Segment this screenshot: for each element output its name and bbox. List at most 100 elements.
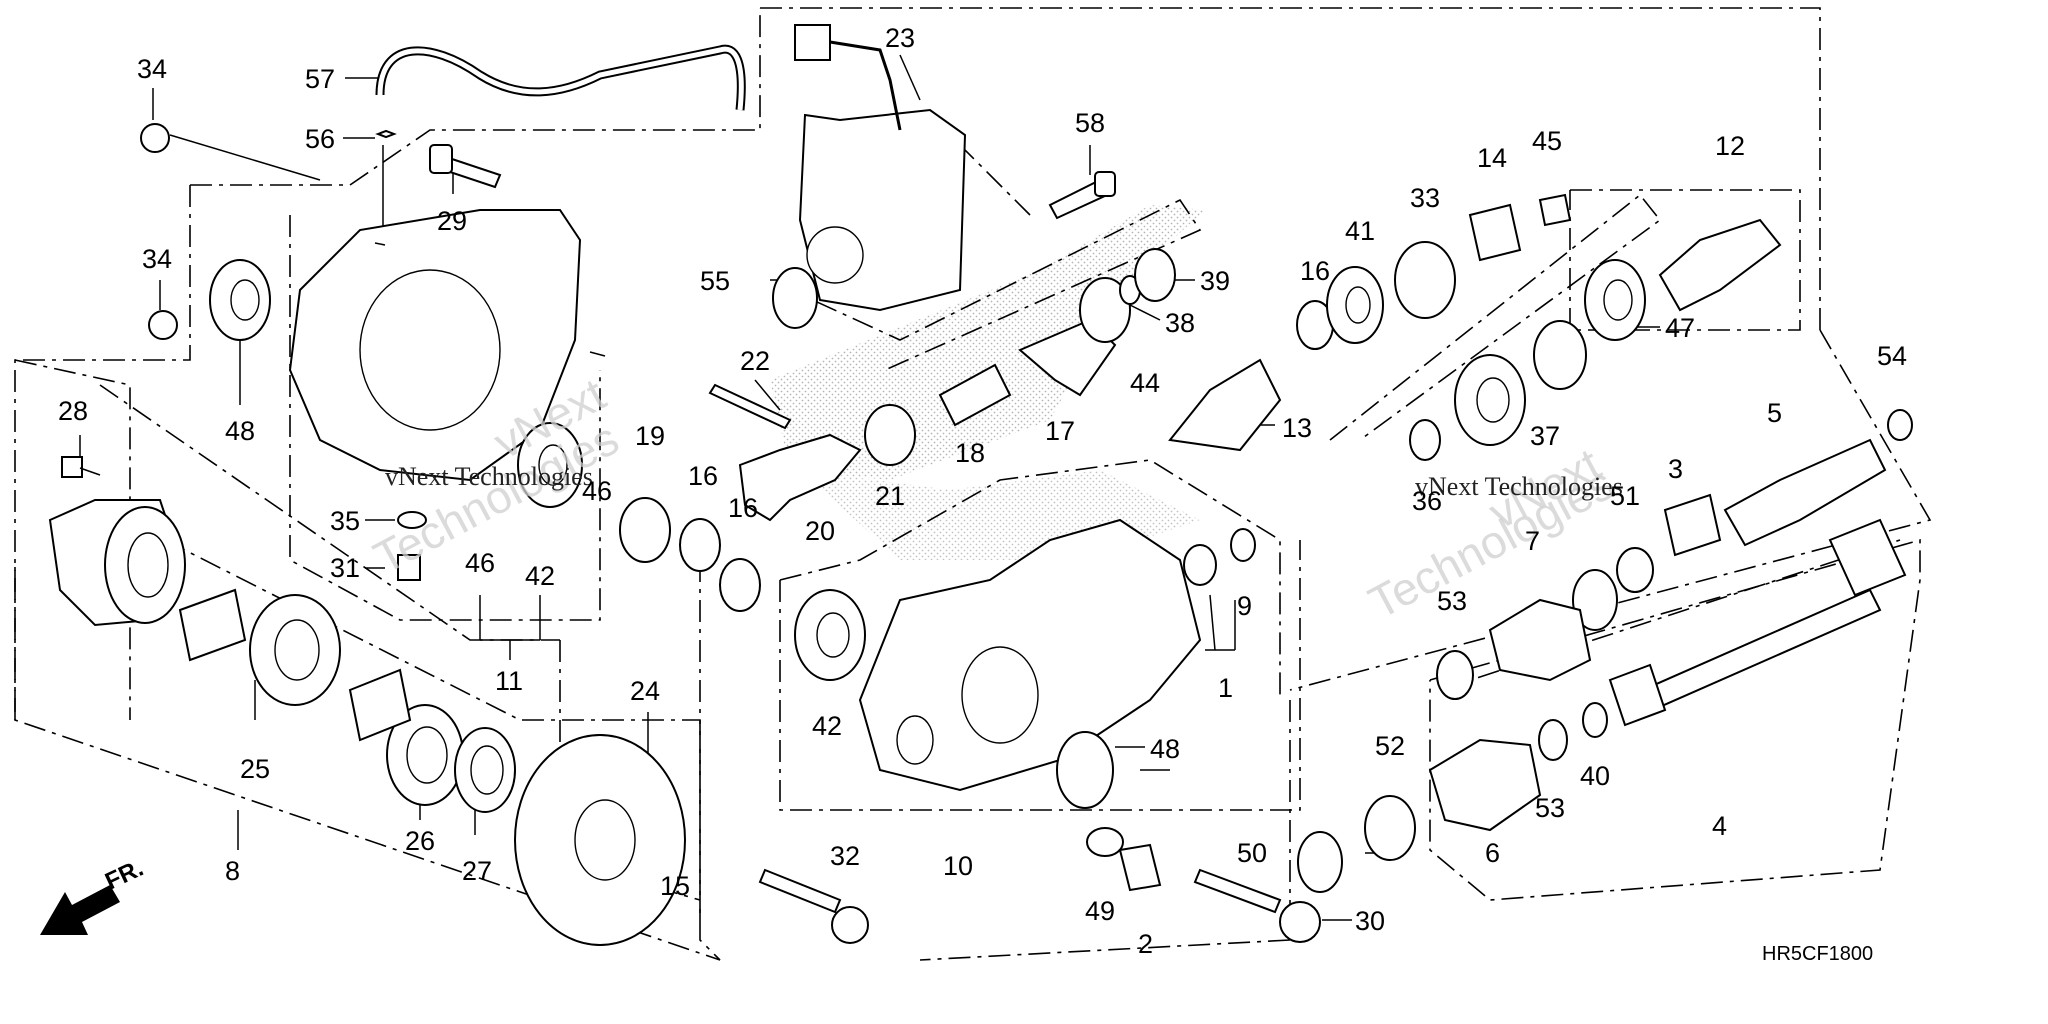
oil-seal-48-right [1056, 731, 1114, 809]
watermark-full-left: vNext Technologies [385, 462, 593, 491]
front-direction-arrow: FR. [40, 855, 148, 935]
callout-12: 12 [1715, 131, 1745, 161]
callout-16-a: 16 [688, 461, 718, 491]
shaft-spline-gear [1608, 663, 1667, 727]
side-gear [178, 588, 247, 662]
dowel-pin-46b [374, 242, 386, 246]
shift-fork-17 [1018, 318, 1117, 397]
callout-3: 3 [1668, 454, 1683, 484]
motor-connector [794, 24, 831, 61]
bearing-48-left-inner [230, 279, 260, 321]
callout-35: 35 [330, 506, 360, 536]
shift-drum-18 [938, 363, 1012, 427]
collar-52 [1364, 795, 1416, 861]
o-ring-55 [772, 267, 818, 329]
bolt-31 [397, 554, 421, 581]
boot-5 [1723, 438, 1887, 547]
circlip-37 [1533, 320, 1587, 390]
washer-49 [1086, 827, 1124, 857]
bearing-41-inner [1345, 286, 1371, 324]
callout-52: 52 [1375, 731, 1405, 761]
callout-46-lower: 46 [465, 548, 495, 578]
callout-42-mid: 42 [812, 711, 842, 741]
callout-23: 23 [885, 23, 915, 53]
callout-53-upper: 53 [1437, 586, 1467, 616]
washer-16-a [679, 518, 721, 572]
callout-16-right: 16 [1300, 256, 1330, 286]
callout-8: 8 [225, 856, 240, 886]
oil-seal-42-left-inner [538, 444, 568, 486]
bolt-58-head [1094, 171, 1116, 197]
callout-48-left: 48 [225, 416, 255, 446]
oil-seal-1 [1183, 544, 1217, 586]
callout-36: 36 [1412, 486, 1442, 516]
collar-51 [1616, 547, 1654, 593]
callout-16-b: 16 [728, 493, 758, 523]
bolt-32 [758, 868, 842, 914]
callout-57: 57 [305, 64, 335, 94]
assembly-boundaries [14, 7, 1932, 961]
side-gear-cup [348, 668, 412, 742]
case-bore-2 [896, 715, 934, 765]
callout-22: 22 [740, 346, 770, 376]
circlip-39 [1134, 248, 1176, 302]
o-ring-9 [1230, 528, 1256, 562]
watermark-full-right: vNext Technologies [1415, 472, 1623, 501]
bolt-28-shaft [79, 467, 101, 476]
callout-29: 29 [437, 206, 467, 236]
circlip-40 [1582, 702, 1608, 738]
hub-33 [1394, 241, 1456, 319]
shift-motor-port [806, 226, 864, 284]
callout-53-lower: 53 [1535, 793, 1565, 823]
callout-19: 19 [635, 421, 665, 451]
shift-fork-20 [738, 433, 862, 522]
cam-25-inner [274, 619, 320, 681]
callout-15: 15 [660, 871, 690, 901]
callout-34-mid: 34 [142, 244, 172, 274]
callout-24: 24 [630, 676, 660, 706]
callout-2: 2 [1138, 929, 1153, 959]
callout-50: 50 [1237, 838, 1267, 868]
part-drawings [48, 24, 1913, 946]
o-ring-large [1572, 569, 1618, 631]
needle-bearing-14 [1468, 203, 1522, 262]
washer-54 [1887, 409, 1913, 441]
callout-9: 9 [1237, 591, 1252, 621]
callout-25: 25 [240, 754, 270, 784]
washer-16-b [719, 558, 761, 612]
flange-nut-top [140, 123, 170, 153]
callout-58: 58 [1075, 108, 1105, 138]
callout-10: 10 [943, 851, 973, 881]
callout-21: 21 [875, 481, 905, 511]
washer-53-upper [1436, 650, 1474, 700]
callout-32: 32 [830, 841, 860, 871]
callout-51: 51 [1610, 481, 1640, 511]
callout-20: 20 [805, 516, 835, 546]
circlip-36 [1409, 419, 1441, 461]
coupler-7 [1488, 598, 1592, 682]
callout-27: 27 [462, 856, 492, 886]
callout-45: 45 [1532, 126, 1562, 156]
bolt-28-head [61, 456, 83, 478]
callout-6: 6 [1485, 838, 1500, 868]
flange-nut-mid [148, 310, 178, 340]
collar-19 [619, 497, 671, 563]
fr-arrow-icon [40, 885, 120, 935]
callout-54: 54 [1877, 341, 1907, 371]
callout-17: 17 [1045, 416, 1075, 446]
washer-26-inner [406, 726, 448, 784]
sleeve-21 [864, 404, 916, 466]
callout-48-right: 48 [1150, 734, 1180, 764]
callout-4: 4 [1712, 811, 1727, 841]
callout-31: 31 [330, 553, 360, 583]
callout-44: 44 [1130, 368, 1160, 398]
clip-56 [375, 129, 397, 139]
callout-34-top: 34 [137, 54, 167, 84]
output-shaft-12 [1658, 218, 1782, 312]
callout-1: 1 [1218, 673, 1233, 703]
callout-13: 13 [1282, 413, 1312, 443]
case-bore-1 [961, 646, 1039, 744]
differential-flange-inner [127, 532, 169, 598]
callouts: 34 57 56 29 34 48 28 35 31 46 42 46 11 2… [58, 23, 1907, 959]
